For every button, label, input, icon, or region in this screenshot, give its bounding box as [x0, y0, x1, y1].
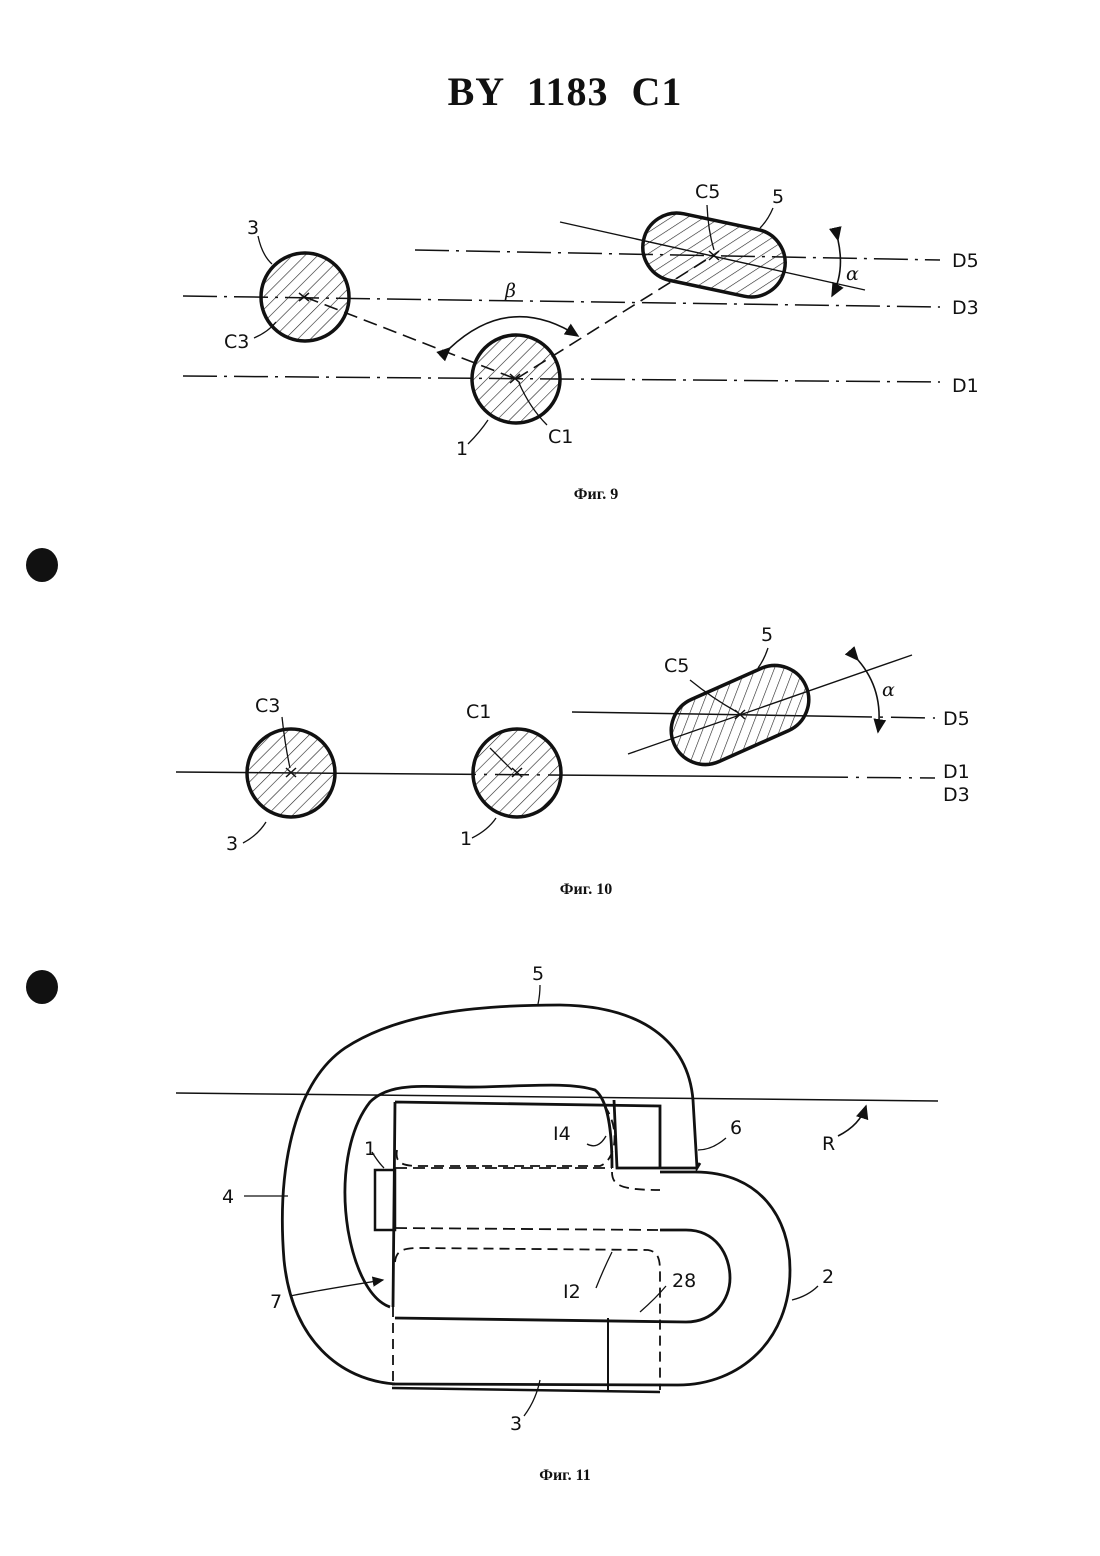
label-d1: D1	[943, 761, 970, 783]
figure-9: C5 5 3 C3 β α D5 D3 D1 1 C1	[0, 0, 1100, 480]
hidden-loop-i4	[397, 1108, 615, 1166]
line-r	[176, 1093, 938, 1101]
label-7: 7	[270, 1291, 282, 1313]
element-1-tab	[375, 1170, 395, 1230]
element-6	[614, 1100, 697, 1168]
label-c3: C3	[255, 695, 280, 717]
label-c3: C3	[224, 331, 249, 353]
label-i4: I4	[553, 1123, 571, 1145]
figure-9-caption: Фиг. 9	[496, 486, 696, 504]
label-c1: C1	[548, 426, 573, 448]
label-c5: C5	[664, 655, 689, 677]
hidden-line-2	[395, 1228, 658, 1230]
label-1: 1	[456, 438, 468, 460]
label-2: 2	[822, 1266, 834, 1288]
label-d5: D5	[952, 250, 979, 272]
figure-10-caption: Фиг. 10	[486, 881, 686, 899]
label-3: 3	[226, 833, 238, 855]
label-4: 4	[222, 1186, 234, 1208]
label-d1: D1	[952, 375, 979, 397]
label-3: 3	[247, 217, 259, 239]
label-1: 1	[364, 1138, 376, 1160]
label-1: 1	[460, 828, 472, 850]
label-alpha: α	[882, 679, 895, 701]
label-beta: β	[504, 280, 516, 302]
alpha-arc	[832, 240, 840, 296]
c1-c5-line	[516, 255, 714, 379]
element-5-inner	[345, 1085, 612, 1307]
label-i2: I2	[563, 1281, 581, 1303]
label-d5: D5	[943, 708, 970, 730]
label-r: R	[822, 1133, 835, 1155]
punch-hole-1	[26, 548, 58, 582]
label-5: 5	[772, 186, 784, 208]
label-3: 3	[510, 1413, 522, 1435]
label-28: 28	[672, 1270, 696, 1292]
label-5: 5	[761, 624, 773, 646]
base-line	[392, 1388, 660, 1392]
label-alpha: α	[846, 263, 859, 285]
figure-11: 5 I4 6 R 1 4 I2 28 2 7 3	[0, 950, 1100, 1450]
label-c5: C5	[695, 181, 720, 203]
label-5: 5	[532, 963, 544, 985]
label-c1: C1	[466, 701, 491, 723]
c1-c3-line	[305, 297, 516, 379]
label-d3: D3	[952, 297, 979, 319]
label-d3: D3	[943, 784, 970, 806]
label-6: 6	[730, 1117, 742, 1139]
r-arrow	[838, 1106, 866, 1136]
body-rect	[393, 1102, 660, 1307]
figure-11-caption: Фиг. 11	[465, 1467, 665, 1485]
figure-10: C3 C1 C5 5 α D5 D1 D3 3 1	[0, 600, 1100, 880]
hidden-loop-i4b	[612, 1172, 660, 1190]
